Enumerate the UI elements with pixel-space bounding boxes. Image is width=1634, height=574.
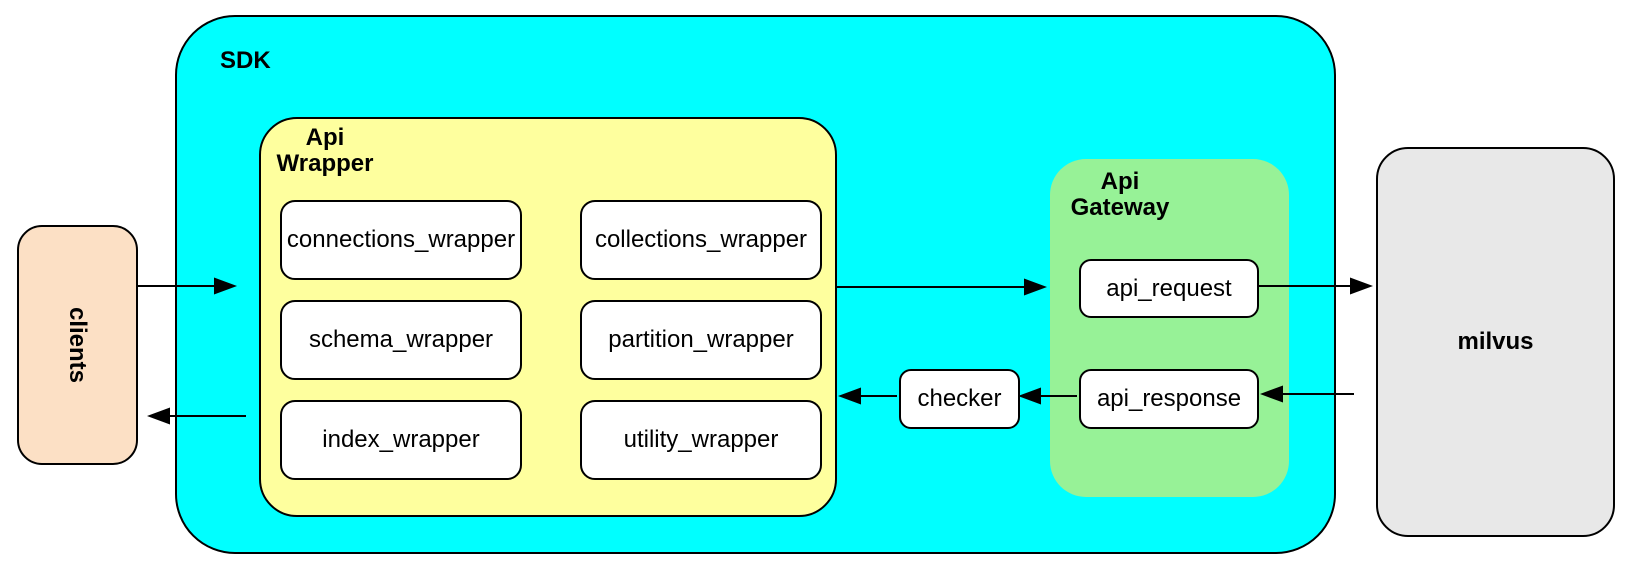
- collections-wrapper-box: collections_wrapper: [580, 200, 822, 280]
- api-response-box: api_response: [1079, 369, 1259, 429]
- api-gateway-container: Api Gateway api_request api_response: [1050, 159, 1289, 497]
- connections-wrapper-label: connections_wrapper: [286, 226, 516, 253]
- connections-wrapper-box: connections_wrapper: [280, 200, 522, 280]
- api-response-label: api_response: [1096, 385, 1242, 412]
- sdk-label: SDK: [220, 47, 271, 74]
- api-request-box: api_request: [1079, 259, 1259, 318]
- api-wrapper-container: Api Wrapper connections_wrapper collecti…: [259, 117, 837, 517]
- collections-wrapper-label: collections_wrapper: [594, 226, 808, 253]
- checker-box: checker: [899, 369, 1020, 429]
- utility-wrapper-box: utility_wrapper: [580, 400, 822, 480]
- partition-wrapper-box: partition_wrapper: [580, 300, 822, 380]
- api-request-label: api_request: [1106, 274, 1232, 302]
- api-wrapper-label-line1: Api: [305, 124, 345, 151]
- api-gateway-label: Api Gateway: [1066, 169, 1174, 221]
- api-wrapper-label: Api Wrapper: [271, 125, 379, 177]
- api-gateway-label-line2: Gateway: [1070, 194, 1170, 221]
- clients-label: clients: [64, 306, 92, 384]
- milvus-box: milvus: [1376, 147, 1615, 537]
- index-wrapper-label: index_wrapper: [322, 426, 480, 453]
- schema-wrapper-box: schema_wrapper: [280, 300, 522, 380]
- api-gateway-label-line1: Api: [1100, 168, 1140, 195]
- index-wrapper-box: index_wrapper: [280, 400, 522, 480]
- clients-box: clients: [17, 225, 138, 465]
- milvus-label: milvus: [1457, 328, 1534, 355]
- checker-label: checker: [917, 385, 1002, 412]
- utility-wrapper-label: utility_wrapper: [623, 426, 779, 453]
- sdk-container: SDK Api Wrapper connections_wrapper coll…: [175, 15, 1336, 554]
- api-wrapper-label-line2: Wrapper: [276, 150, 374, 177]
- partition-wrapper-label: partition_wrapper: [608, 326, 794, 353]
- schema-wrapper-label: schema_wrapper: [308, 326, 494, 353]
